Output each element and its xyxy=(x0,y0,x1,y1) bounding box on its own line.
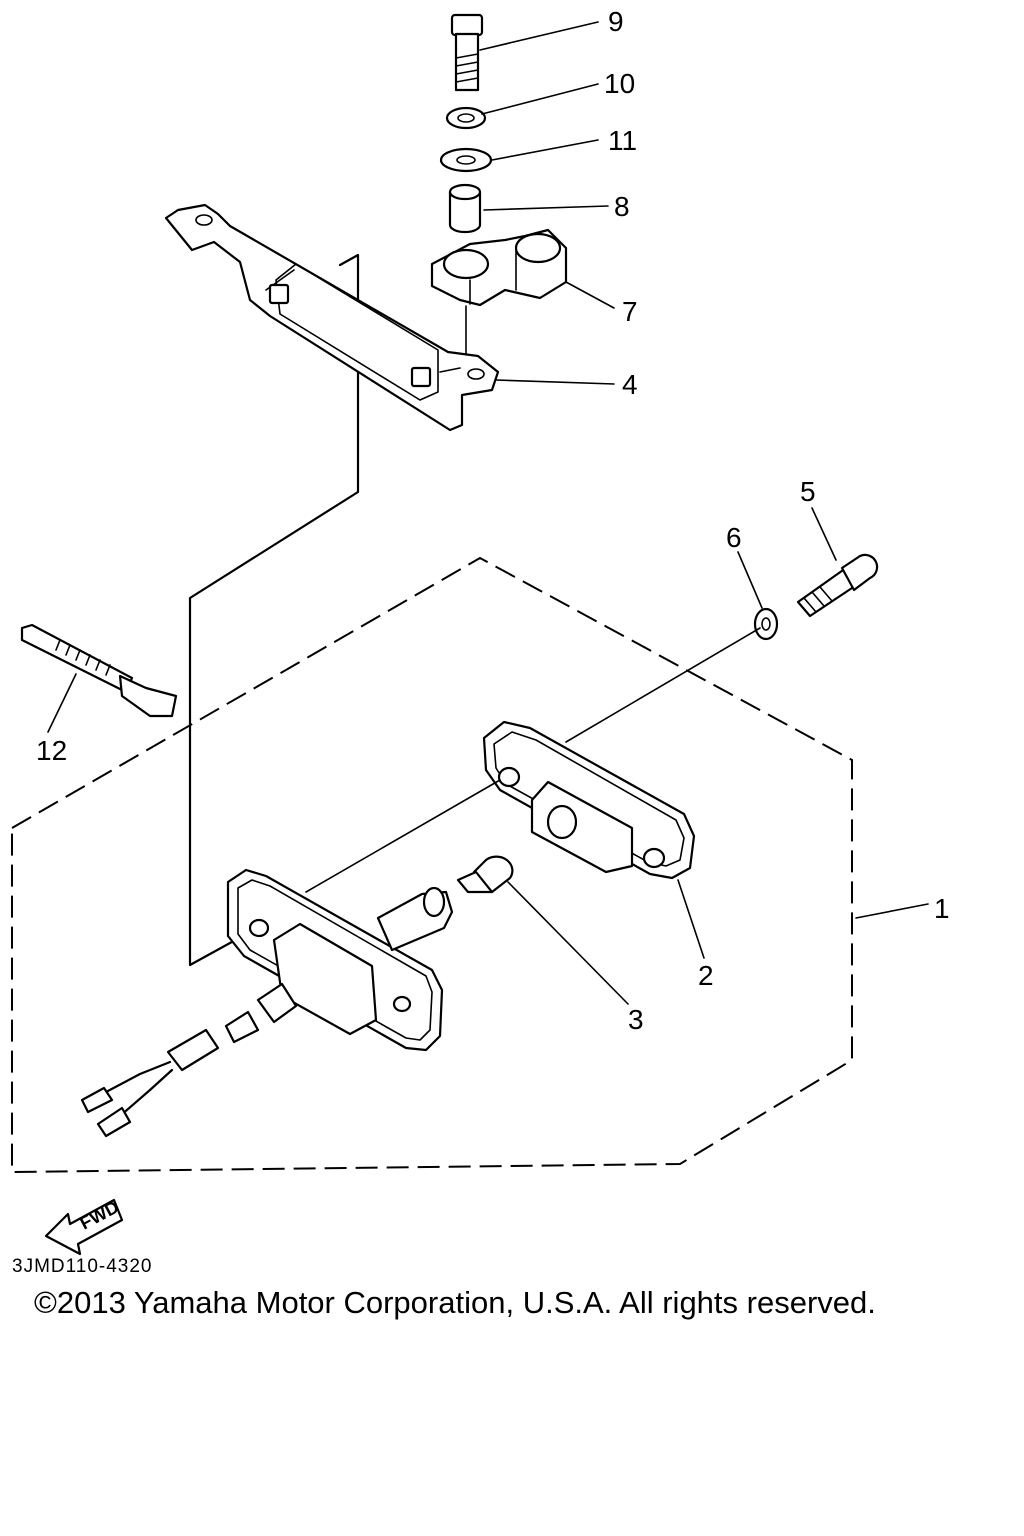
stay-part-7 xyxy=(430,228,568,307)
lamp-housing-part-1 xyxy=(80,868,454,1138)
lens-part-2 xyxy=(482,720,696,880)
assembly-boundary xyxy=(11,556,853,1174)
callout-11: 11 xyxy=(608,125,637,156)
collar-part-8 xyxy=(448,183,482,234)
fwd-arrow-icon: FWD xyxy=(44,1197,124,1256)
callout-12: 12 xyxy=(36,735,67,766)
callout-5: 5 xyxy=(800,476,816,507)
leader-lines xyxy=(47,21,929,1005)
callout-1: 1 xyxy=(934,893,950,924)
wire-route-line xyxy=(188,253,360,967)
washer-part-6 xyxy=(753,607,779,641)
copyright-notice: ©2013 Yamaha Motor Corporation, U.S.A. A… xyxy=(34,1285,876,1320)
bulb-part-3 xyxy=(456,855,514,894)
cable-tie-part-12 xyxy=(20,623,178,718)
bolt-part-9 xyxy=(450,13,484,92)
bracket-part-4 xyxy=(164,203,500,432)
callout-9: 9 xyxy=(608,6,624,37)
diagram-code: 3JMD110-4320 xyxy=(12,1256,153,1277)
callout-6: 6 xyxy=(726,522,742,553)
callout-3: 3 xyxy=(628,1004,644,1035)
callout-10: 10 xyxy=(604,68,635,99)
callout-7: 7 xyxy=(622,296,638,327)
callout-4: 4 xyxy=(622,369,638,400)
flat-washer-part-11 xyxy=(439,147,493,173)
lock-washer-part-10 xyxy=(445,106,487,130)
assembly-line xyxy=(305,627,761,893)
screw-part-5 xyxy=(796,553,879,618)
callout-8: 8 xyxy=(614,191,630,222)
callout-2: 2 xyxy=(698,960,714,991)
